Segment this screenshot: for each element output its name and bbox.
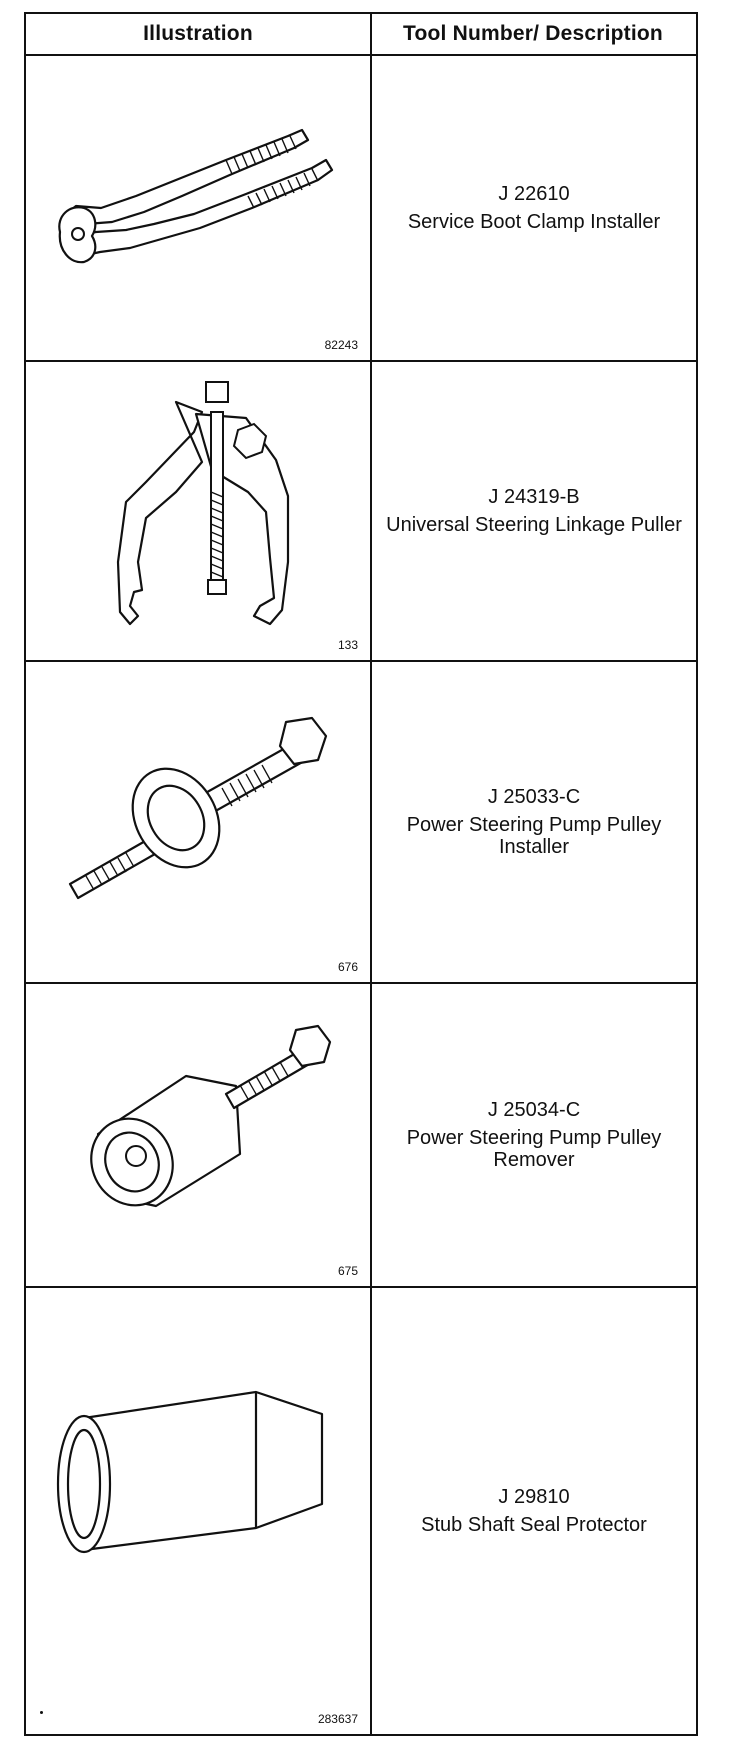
scan-mark <box>40 1711 43 1714</box>
special-tools-table: Illustration Tool Number/ Description <box>24 12 698 1736</box>
pulley-remover-icon <box>90 1024 332 1208</box>
seal-protector-icon <box>56 1390 324 1554</box>
tool-description: Power Steering Pump Pulley Remover <box>406 1127 662 1171</box>
illustration-cell: 675 <box>26 984 370 1286</box>
table-row: 676 J 25033-C Power Steering Pump Pulley… <box>26 662 696 984</box>
tool-number: J 25033-C <box>487 786 581 808</box>
figure-number: 676 <box>337 960 358 974</box>
tool-description: Service Boot Clamp Installer <box>407 211 661 233</box>
tool-description-cell: J 25033-C Power Steering Pump Pulley Ins… <box>372 662 696 982</box>
table-header: Illustration Tool Number/ Description <box>26 14 696 56</box>
table-row: 133 J 24319-B Universal Steering Linkage… <box>26 362 696 662</box>
linkage-puller-icon <box>116 381 290 626</box>
header-illustration: Illustration <box>143 22 253 45</box>
tool-description: Stub Shaft Seal Protector <box>421 1514 647 1536</box>
figure-number: 133 <box>337 638 358 652</box>
figure-number: 82243 <box>324 338 358 352</box>
illustration-cell: 82243 <box>26 56 370 360</box>
pulley-installer-icon <box>68 716 328 900</box>
tool-number: J 24319-B <box>488 486 580 508</box>
tool-description-cell: J 24319-B Universal Steering Linkage Pul… <box>372 362 696 660</box>
illustration-cell: 283637 <box>26 1288 370 1734</box>
illustration-cell: 133 <box>26 362 370 660</box>
clamp-pliers-icon <box>58 128 334 264</box>
table-row: 675 J 25034-C Power Steering Pump Pulley… <box>26 984 696 1288</box>
illustration-cell: 676 <box>26 662 370 982</box>
tool-description: Power Steering Pump Pulley Installer <box>406 814 662 858</box>
header-tool-description: Tool Number/ Description <box>403 22 663 45</box>
figure-number: 283637 <box>317 1712 358 1726</box>
tool-description-cell: J 22610 Service Boot Clamp Installer <box>372 56 696 360</box>
tool-number: J 25034-C <box>487 1099 581 1121</box>
tool-number: J 22610 <box>498 183 570 205</box>
figure-number: 675 <box>337 1264 358 1278</box>
table-row: 283637 J 29810 Stub Shaft Seal Protector <box>26 1288 696 1734</box>
table-row: 82243 J 22610 Service Boot Clamp Install… <box>26 56 696 362</box>
tool-description-cell: J 25034-C Power Steering Pump Pulley Rem… <box>372 984 696 1286</box>
column-divider <box>370 14 372 1734</box>
tool-number: J 29810 <box>498 1486 570 1508</box>
tool-description: Universal Steering Linkage Puller <box>386 514 682 536</box>
tool-description-cell: J 29810 Stub Shaft Seal Protector <box>372 1288 696 1734</box>
